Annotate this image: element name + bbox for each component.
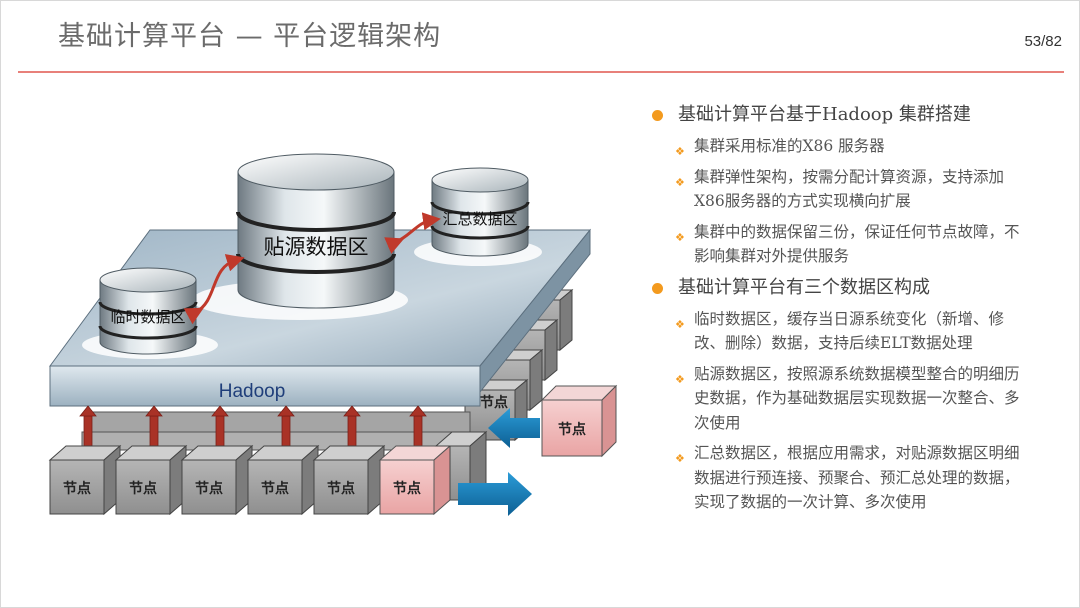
title-divider [18,71,1064,73]
node-label: 节点 [327,480,355,497]
node-cube [48,444,122,516]
node-labels: 节点 节点 节点 节点 节点 节点 节点 [63,394,508,497]
bullet-dot-icon [652,282,663,294]
node-label: 节点 [480,394,508,411]
bullet-text: 集群采用标准的X86 服务器 [694,137,885,155]
bullet-level2: ❖ 临时数据区，缓存当日源系统变化（新增、修改、删除）数据，支持后续ELT数据处理 [650,307,1030,356]
diamond-bullet-icon: ❖ [675,372,685,386]
bullet-text: 基础计算平台基于Hadoop 集群搭建 [678,104,971,125]
diamond-bullet-icon: ❖ [675,452,685,465]
bullet-level2: ❖ 集群采用标准的X86 服务器 [650,134,1030,159]
slide-title: 基础计算平台 — 平台逻辑架构 [58,21,442,52]
node-label: 节点 [558,421,586,438]
temp-data-zone-label: 临时数据区 [110,308,185,326]
paste-data-zone-label: 贴源数据区 [264,235,369,259]
node-cube [312,444,386,516]
bullet-level2: ❖ 集群弹性架构，按需分配计算资源，支持添加X86服务器的方式实现横向扩展 [650,165,1030,214]
node-label: 节点 [63,480,91,497]
node-row-front [48,430,488,516]
node-cube-new [378,444,452,516]
diamond-bullet-icon: ❖ [675,145,685,158]
page-number: 53/82 [1024,33,1062,50]
node-label: 节点 [195,480,223,497]
bullet-text: 贴源数据区，按照源系统数据模型整合的明细历史数据，作为基础数据层实现数据一次整合… [694,364,1020,432]
bullet-text: 基础计算平台有三个数据区构成 [678,276,930,298]
node-label: 节点 [129,480,157,497]
bullet-level2: ❖ 汇总数据区，根据应用需求，对贴源数据区明细数据进行预连接、预聚合、预汇总处理的… [650,441,1030,515]
node-cube [246,444,320,516]
bullet-text: 集群弹性架构，按需分配计算资源，支持添加X86服务器的方式实现横向扩展 [694,167,1005,211]
paste-to-summary-arrow [384,212,441,254]
summary-data-zone-label: 汇总数据区 [442,210,517,228]
architecture-svg: Hadoop 节点 节点 节点 节点 节点 节点 节点 [48,153,618,516]
node-join-arrow [488,408,540,448]
bullet-dot-icon [652,110,663,121]
bullet-text: 集群中的数据保留三份，保证任何节点故障，不影响集群对外提供服务 [694,222,1020,266]
diamond-bullet-icon: ❖ [675,317,685,331]
bullet-level2: ❖ 贴源数据区，按照源系统数据模型整合的明细历史数据，作为基础数据层实现数据一次整… [650,362,1030,436]
bullet-list: 基础计算平台基于Hadoop 集群搭建 ❖ 集群采用标准的X86 服务器 ❖ 集群弹… [650,102,1030,521]
node-row-hidden [81,411,471,451]
bullet-text: 临时数据区，缓存当日源系统变化（新增、修改、删除）数据，支持后续ELT数据处理 [694,309,1005,353]
bullet-text: 汇总数据区，根据应用需求，对贴源数据区明细数据进行预连接、预聚合、预汇总处理的数… [694,444,1020,511]
bullet-level1: 基础计算平台有三个数据区构成 [650,275,1030,301]
architecture-diagram: Hadoop 节点 节点 节点 节点 节点 节点 节点 [40,150,640,530]
node-leave-arrow [458,472,532,516]
diamond-bullet-icon: ❖ [675,230,685,244]
node-label: 节点 [393,480,421,497]
node-label: 节点 [261,480,289,497]
hadoop-label: Hadoop [219,381,286,402]
bullet-level2: ❖ 集群中的数据保留三份，保证任何节点故障，不影响集群对外提供服务 [650,220,1030,269]
temp-data-zone-cylinder [98,267,198,355]
node-cube [114,444,188,516]
temp-to-paste-arrow [183,254,245,325]
bullet-level1: 基础计算平台基于Hadoop 集群搭建 [650,102,1030,128]
diamond-bullet-icon: ❖ [675,175,685,189]
external-node: 节点 [540,384,618,458]
paste-data-zone-cylinder [236,153,396,309]
node-cube [180,444,254,516]
